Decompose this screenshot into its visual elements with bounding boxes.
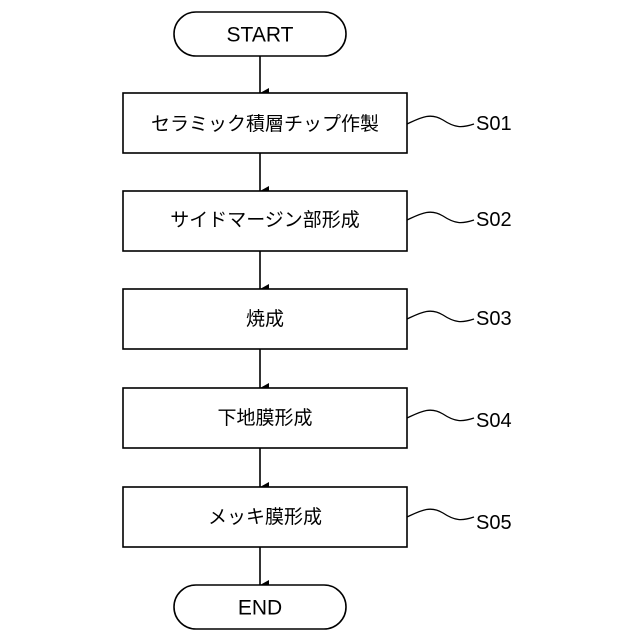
- step-connector-s04: [407, 410, 474, 420]
- step-connector-s05: [407, 509, 474, 519]
- process-label-s05: メッキ膜形成: [208, 506, 322, 528]
- process-box-s04: 下地膜形成: [123, 388, 407, 448]
- step-id-s03: S03: [476, 308, 512, 330]
- process-box-s01: セラミック積層チップ作製: [123, 93, 407, 153]
- step-id-s04: S04: [476, 410, 512, 432]
- step-id-s02: S02: [476, 209, 512, 231]
- process-label-s03: 焼成: [246, 308, 284, 330]
- process-box-s05: メッキ膜形成: [123, 487, 407, 547]
- step-connector-s03: [407, 311, 474, 321]
- step-id-s05: S05: [476, 512, 512, 534]
- start-terminal: START: [174, 12, 346, 56]
- process-label-s01: セラミック積層チップ作製: [151, 113, 379, 135]
- process-box-s02: サイドマージン部形成: [123, 191, 407, 251]
- end-terminal: END: [174, 585, 346, 629]
- process-label-s02: サイドマージン部形成: [170, 209, 360, 231]
- step-id-s01: S01: [476, 113, 512, 135]
- end-label: END: [238, 597, 282, 620]
- process-label-s04: 下地膜形成: [217, 407, 312, 429]
- start-label: START: [227, 24, 294, 47]
- step-connector-s01: [407, 116, 474, 126]
- step-connector-s02: [407, 212, 474, 222]
- process-box-s03: 焼成: [123, 289, 407, 349]
